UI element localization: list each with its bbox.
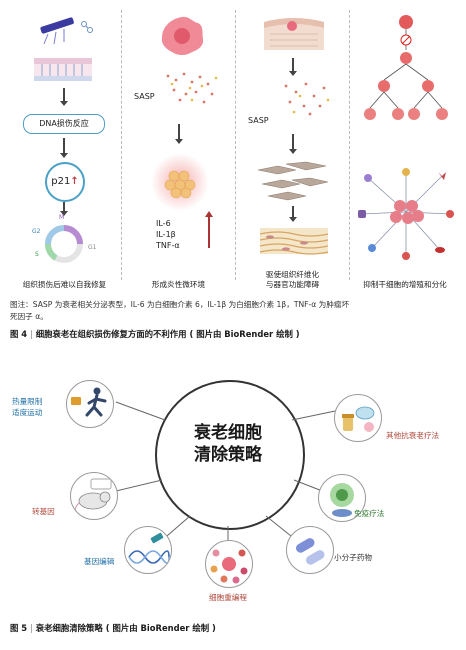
figure-4-note: 图注：SASP 为衰老相关分泌表型，IL-6 为白细胞介素 6，IL-1β 为白… [10, 299, 456, 323]
reprogramming-cells-icon [210, 549, 248, 584]
central-title-line1: 衰老细胞 [194, 423, 262, 443]
caption-text: 细胞衰老在组织损伤修复方面的不利作用 ( 图片由 BioRender 绘制 ) [35, 329, 300, 339]
node-other-therapies [334, 394, 382, 442]
pill-bottle-icon [342, 406, 375, 432]
stem-cell-lineage-icon [364, 15, 448, 120]
increase-arrow-icon [208, 216, 210, 248]
panel-tissue-repair: DNA损伤反应 p21↑ M G2 S G1 组织损伤后难以自我修复 [8, 6, 121, 290]
panel-divider [349, 10, 350, 280]
dna-helix-icon [128, 532, 170, 564]
cycle-s-label: S [35, 251, 39, 258]
tissue-layer-icon [34, 58, 92, 81]
arrow-down [60, 202, 68, 216]
sasp-particles-icon [284, 82, 330, 116]
senescent-cell-icon [161, 16, 204, 56]
caption-separator: | [30, 623, 33, 633]
panel-stem-cells: 抑制干细胞的增殖和分化 [350, 6, 460, 290]
panel-fibrosis: SASP 驱使组织纤维化 与器官功能障碍 [236, 6, 349, 290]
p21-label: p21 [51, 176, 71, 187]
strategy-cell-reprogramming-label: 细胞重编程 [209, 593, 247, 602]
note-line-2: 死因子 α。 [10, 312, 48, 321]
il6-label: IL-6 [156, 219, 171, 228]
panel-3-label: 驱使组织纤维化 与器官功能障碍 [236, 270, 349, 290]
panel-divider [235, 10, 236, 280]
note-line-1: 图注：SASP 为衰老相关分泌表型，IL-6 为白细胞介素 6，IL-1β 为白… [10, 300, 350, 309]
strategy-exercise-label: 热量限制 适度运动 [12, 396, 42, 418]
strategy-immunotherapy-label: 免疫疗法 [354, 509, 385, 518]
node-exercise [66, 380, 114, 428]
strategy-transgenic-label: 转基因 [32, 507, 55, 516]
cycle-g2-label: G2 [32, 228, 41, 235]
panel-3-label-line2: 与器官功能障碍 [265, 280, 320, 289]
fibrotic-tissue-icon [259, 228, 329, 255]
strategy-exercise-line2: 适度运动 [12, 408, 43, 417]
mouse-icon [74, 478, 112, 514]
cycle-m-label: M [59, 214, 65, 221]
strategy-other-therapies-label: 其他抗衰老疗法 [386, 431, 440, 440]
node-gene-editing [124, 526, 172, 574]
cycle-g1-label: G1 [88, 244, 97, 251]
running-person-icon [71, 387, 107, 417]
panel-4-label: 抑制干细胞的增殖和分化 [363, 280, 447, 289]
caption-number: 图 4 [10, 329, 28, 339]
panel-inflammation: SASP IL-6 IL-1β TNF-α 形成炎性微环境 [122, 6, 235, 290]
node-transgenic [70, 472, 118, 520]
sasp-label: SASP [134, 92, 155, 101]
figure-5: 衰老细胞 清除策略 热量限制 适度运动 [0, 380, 466, 608]
sasp-particles-icon [166, 72, 218, 104]
skin-tissue-icon [264, 18, 324, 50]
node-immunotherapy [318, 474, 366, 522]
arrow-down [175, 124, 183, 144]
central-circle [155, 380, 305, 530]
arrow-down [289, 58, 297, 76]
figure-5-caption: 图 5 | 衰老细胞清除策略 ( 图片由 BioRender 绘制 ) [10, 622, 216, 634]
central-title: 衰老细胞 清除策略 [155, 422, 301, 466]
caption-separator: | [30, 329, 33, 339]
arrow-down [289, 134, 297, 154]
sasp-label: SASP [248, 116, 269, 125]
node-cell-reprogramming [205, 540, 253, 588]
central-title-line2: 清除策略 [194, 445, 262, 465]
panel-2-label: 形成炎性微环境 [151, 280, 206, 289]
fibroblasts-icon [257, 161, 329, 201]
uv-lamp-icon [40, 17, 93, 45]
p21-circle: p21↑ [45, 162, 85, 202]
node-small-molecule [286, 526, 334, 574]
strategy-gene-editing-label: 基因编辑 [84, 557, 115, 566]
tnf-label: TNF-α [156, 241, 180, 250]
arrow-down [60, 138, 68, 158]
increase-arrowhead-icon [205, 211, 213, 217]
immune-cell-icon [330, 483, 354, 517]
strategy-small-molecule-label: 小分子药物 [334, 553, 372, 562]
panel-3-label-line1: 驱使组织纤维化 [265, 270, 320, 279]
caption-text: 衰老细胞清除策略 ( 图片由 BioRender 绘制 ) [35, 623, 216, 633]
figure-4: DNA损伤反应 p21↑ M G2 S G1 组织损伤后难以自我修复 [8, 6, 460, 290]
dna-damage-response-box: DNA损伤反应 [23, 114, 105, 134]
arrow-down [289, 206, 297, 222]
caption-number: 图 5 [10, 623, 28, 633]
panel-1-label: 组织损伤后难以自我修复 [22, 280, 107, 289]
cell-cycle-icon [44, 225, 83, 263]
up-arrow-icon: ↑ [70, 176, 79, 187]
capsule-icon [295, 538, 325, 565]
panel-divider [121, 10, 122, 280]
figure-4-caption: 图 4 | 细胞衰老在组织损伤修复方面的不利作用 ( 图片由 BioRender… [10, 328, 300, 340]
strategy-exercise-line1: 热量限制 [12, 397, 43, 406]
stem-niche-icon [358, 168, 454, 260]
cytokine-list: IL-6 IL-1β TNF-α [156, 218, 180, 251]
arrow-down [60, 88, 68, 106]
il1b-label: IL-1β [156, 230, 176, 239]
inflamed-cells-icon [151, 153, 209, 211]
